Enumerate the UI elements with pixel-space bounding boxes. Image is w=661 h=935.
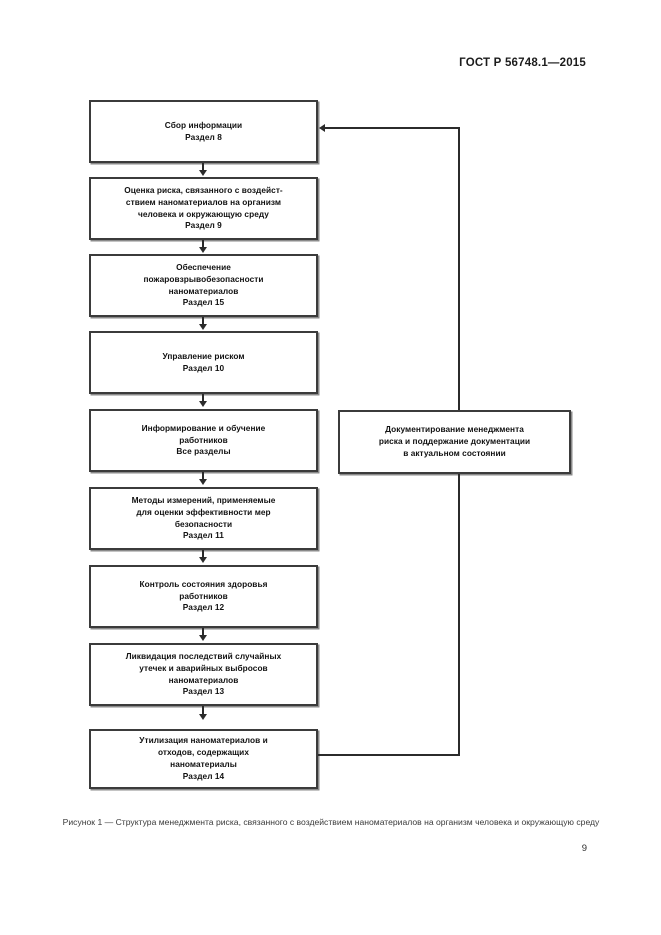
flow-node-risk-management: Управление риском Раздел 10 bbox=[89, 331, 318, 394]
arrow-7-8-icon bbox=[198, 635, 207, 641]
flow-node-fire-explosion-safety: Обеспечение пожаровзрывобезопасности нан… bbox=[89, 254, 318, 317]
flow-node-label: Документирование менеджмента риска и под… bbox=[378, 424, 531, 458]
flow-node-documentation: Документирование менеджмента риска и под… bbox=[338, 410, 571, 474]
flow-node-health-monitoring: Контроль состояния здоровья работников Р… bbox=[89, 565, 318, 628]
connector-5-6 bbox=[202, 472, 204, 480]
feedback-loop-top-segment bbox=[325, 127, 460, 129]
flow-node-label: Методы измерений, применяемые для оценки… bbox=[131, 494, 276, 541]
flow-node-label: Ликвидация последствий случайных утечек … bbox=[125, 650, 282, 697]
flow-node-label: Оценка риска, связанного с воздейст- ств… bbox=[124, 184, 283, 231]
connector-2-3 bbox=[202, 240, 204, 248]
risk-management-flowchart: Сбор информации Раздел 8 Оценка риска, с… bbox=[89, 100, 571, 789]
connector-1-2 bbox=[202, 163, 204, 171]
flow-node-waste-disposal: Утилизация наноматериалов и отходов, сод… bbox=[89, 729, 318, 789]
flow-node-spill-response: Ликвидация последствий случайных утечек … bbox=[89, 643, 318, 706]
arrow-3-4-icon bbox=[198, 324, 207, 330]
arrow-6-7-icon bbox=[198, 557, 207, 563]
arrow-2-3-icon bbox=[198, 247, 207, 253]
feedback-loop-right-segment-lower bbox=[458, 474, 460, 755]
connector-3-4 bbox=[202, 317, 204, 325]
arrow-4-5-icon bbox=[198, 401, 207, 407]
connector-6-7 bbox=[202, 550, 204, 558]
flow-node-measurement-methods: Методы измерений, применяемые для оценки… bbox=[89, 487, 318, 550]
standard-designation-header: ГОСТ Р 56748.1—2015 bbox=[459, 57, 586, 69]
feedback-loop-right-segment-upper bbox=[458, 128, 460, 410]
connector-4-5 bbox=[202, 394, 204, 402]
flow-node-label: Сбор информации Раздел 8 bbox=[164, 119, 243, 142]
flow-node-risk-assessment: Оценка риска, связанного с воздейст- ств… bbox=[89, 177, 318, 240]
flow-node-label: Обеспечение пожаровзрывобезопасности нан… bbox=[143, 261, 264, 308]
connector-7-8 bbox=[202, 628, 204, 636]
feedback-loop-arrowhead-icon bbox=[319, 123, 325, 132]
flow-node-label: Информирование и обучение работников Все… bbox=[141, 422, 266, 457]
flow-node-label: Управление риском Раздел 10 bbox=[162, 350, 245, 373]
feedback-loop-bottom-segment bbox=[318, 754, 460, 756]
page-number: 9 bbox=[581, 843, 587, 854]
flow-node-worker-training: Информирование и обучение работников Все… bbox=[89, 409, 318, 472]
flow-node-label: Контроль состояния здоровья работников Р… bbox=[139, 578, 268, 613]
arrow-8-9-icon bbox=[198, 714, 207, 720]
connector-8-9 bbox=[202, 706, 204, 715]
flow-node-label: Утилизация наноматериалов и отходов, сод… bbox=[139, 735, 268, 781]
arrow-1-2-icon bbox=[198, 170, 207, 176]
figure-caption: Рисунок 1 — Структура менеджмента риска,… bbox=[62, 817, 600, 827]
arrow-5-6-icon bbox=[198, 479, 207, 485]
flow-node-data-collection: Сбор информации Раздел 8 bbox=[89, 100, 318, 163]
